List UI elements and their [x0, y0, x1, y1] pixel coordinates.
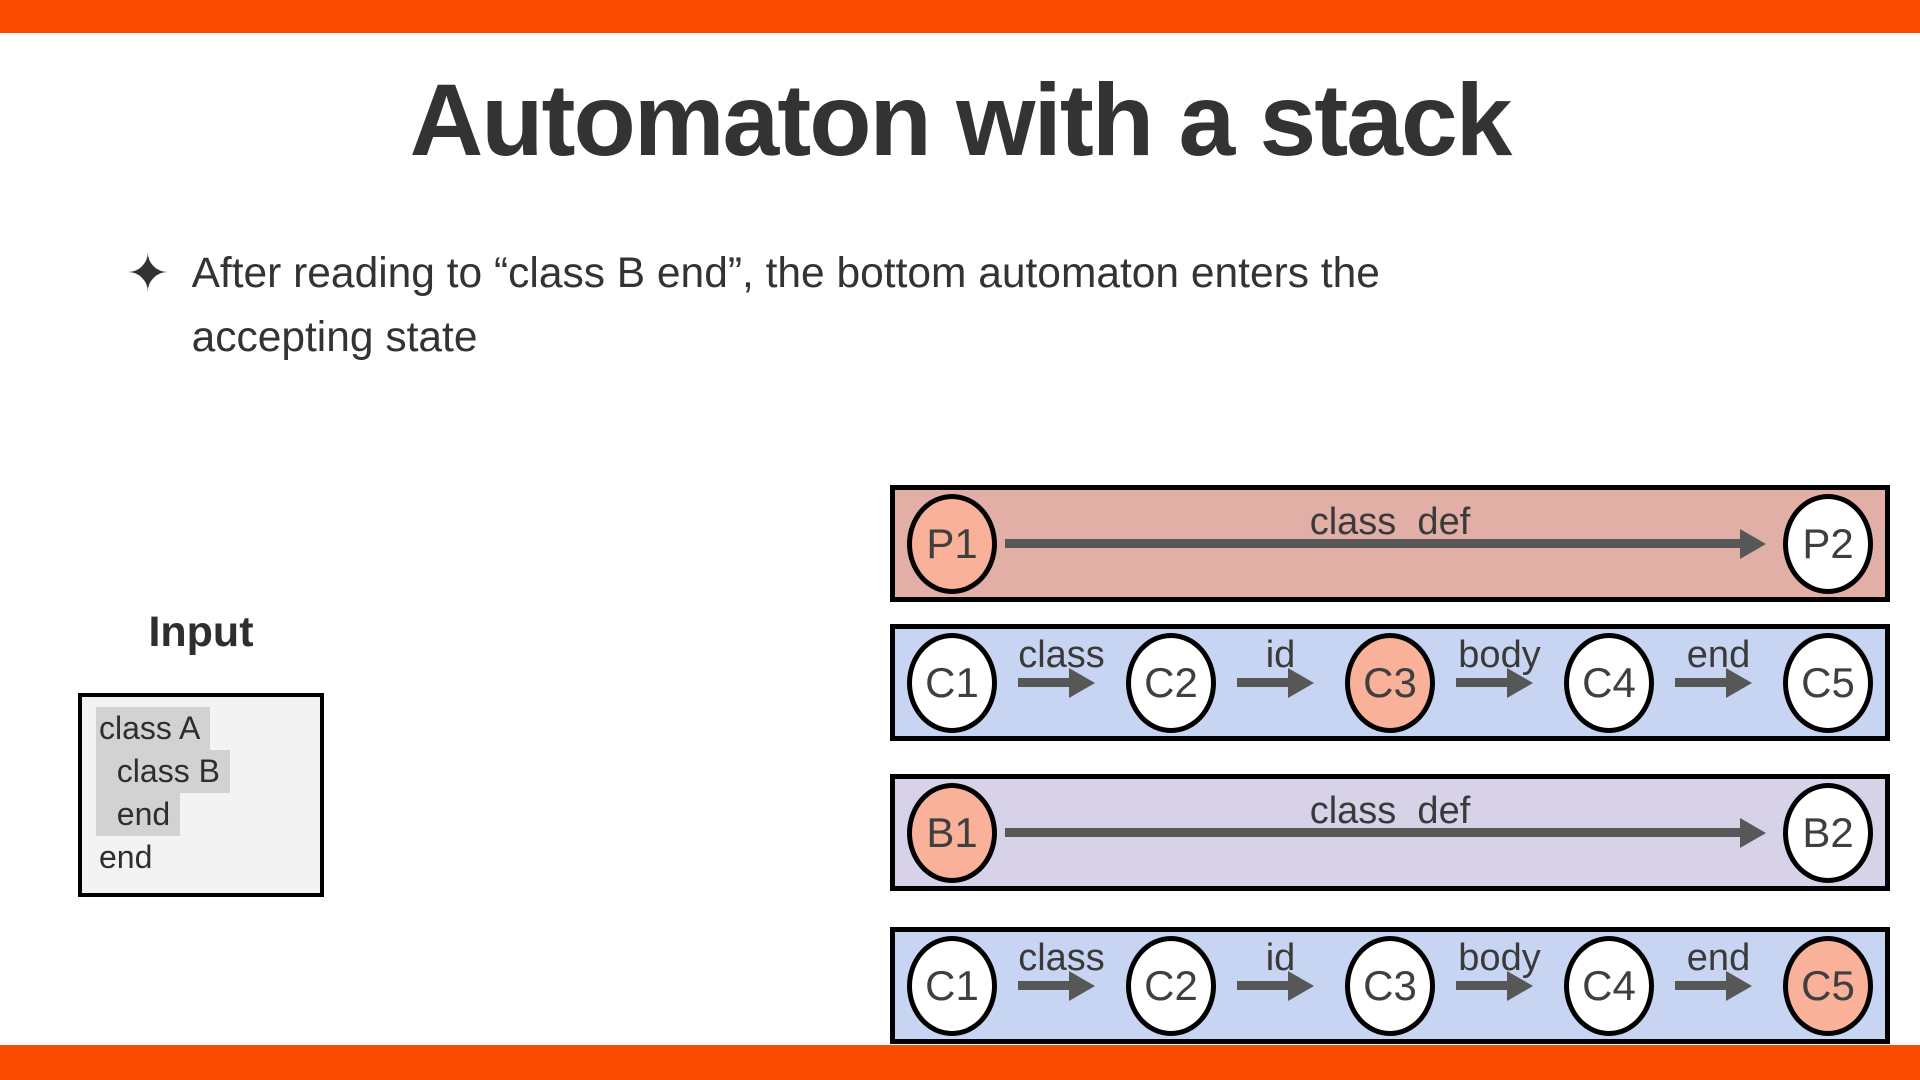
state-circle-c3: C3: [1345, 632, 1435, 733]
arrow-shaft-icon: [1674, 667, 1752, 698]
automaton-row-parent-top: P1 class_def P2: [890, 485, 1890, 602]
arrow-shaft-icon: [1455, 970, 1533, 1001]
slide-title: Automaton with a stack: [409, 63, 1513, 177]
arrow-shaft-icon: [1455, 667, 1533, 698]
arrow-shaft-icon: [1236, 667, 1314, 698]
code-line: class B: [96, 750, 320, 793]
state-circle-c1: C1: [907, 935, 997, 1036]
transition-arrow: class_def: [997, 779, 1783, 886]
code-line-2-text: class B: [96, 750, 230, 793]
arrow-shaft-icon: [1017, 970, 1095, 1001]
transition-arrow: body: [1435, 629, 1564, 736]
transition-arrow: end: [1654, 932, 1783, 1039]
arrow-shaft-icon: [1674, 970, 1752, 1001]
automaton-row-b-class: B1 class_def B2: [890, 774, 1890, 891]
arrow-label: class_def: [1309, 790, 1471, 832]
state-circle-c4: C4: [1564, 632, 1654, 733]
transition-arrow: class_def: [997, 490, 1783, 597]
state-circle-c5: C5: [1783, 632, 1873, 733]
four-pointed-star-icon: ✦: [126, 245, 170, 303]
bullet-text-line-1: After reading to “class B end”, the bott…: [191, 250, 1380, 297]
code-line-4-text: end: [99, 839, 153, 875]
arrow-shaft-icon: [1005, 817, 1766, 848]
state-circle-p1: P1: [907, 493, 997, 594]
transition-arrow: class: [997, 932, 1126, 1039]
code-line: class A: [96, 707, 320, 750]
code-line: end: [96, 793, 320, 836]
automaton-row-class-top: C1 class C2 id C3 body C4 end C5: [890, 624, 1890, 741]
state-circle-c3: C3: [1345, 935, 1435, 1036]
bullet-text: After reading to “class B end”, the bott…: [192, 242, 1380, 370]
state-circle-c1: C1: [907, 632, 997, 733]
arrow-shaft-icon: [1005, 528, 1766, 559]
top-accent-bar: [0, 0, 1920, 33]
state-circle-c2: C2: [1126, 632, 1216, 733]
transition-arrow: body: [1435, 932, 1564, 1039]
bottom-accent-bar: [0, 1045, 1920, 1080]
arrow-label: class_def: [1309, 501, 1471, 543]
transition-arrow: end: [1654, 629, 1783, 736]
transition-arrow: class: [997, 629, 1126, 736]
transition-arrow: id: [1216, 629, 1345, 736]
input-heading: Input: [148, 608, 254, 656]
automaton-row-class-bottom: C1 class C2 id C3 body C4 end C5: [890, 927, 1890, 1044]
state-circle-b2: B2: [1783, 782, 1873, 883]
arrow-shaft-icon: [1236, 970, 1314, 1001]
bullet-text-line-2: accepting state: [191, 314, 478, 361]
code-line-3-text: end: [96, 793, 181, 836]
state-circle-b1: B1: [907, 782, 997, 883]
code-line: end: [96, 836, 320, 879]
input-code-box: class A class B end end: [78, 693, 324, 897]
state-circle-c2: C2: [1126, 935, 1216, 1036]
state-circle-c5: C5: [1783, 935, 1873, 1036]
state-circle-p2: P2: [1783, 493, 1873, 594]
transition-arrow: id: [1216, 932, 1345, 1039]
code-line-1-text: class A: [96, 707, 211, 750]
state-circle-c4: C4: [1564, 935, 1654, 1036]
arrow-shaft-icon: [1017, 667, 1095, 698]
bullet-item: ✦ After reading to “class B end”, the bo…: [126, 242, 1746, 370]
